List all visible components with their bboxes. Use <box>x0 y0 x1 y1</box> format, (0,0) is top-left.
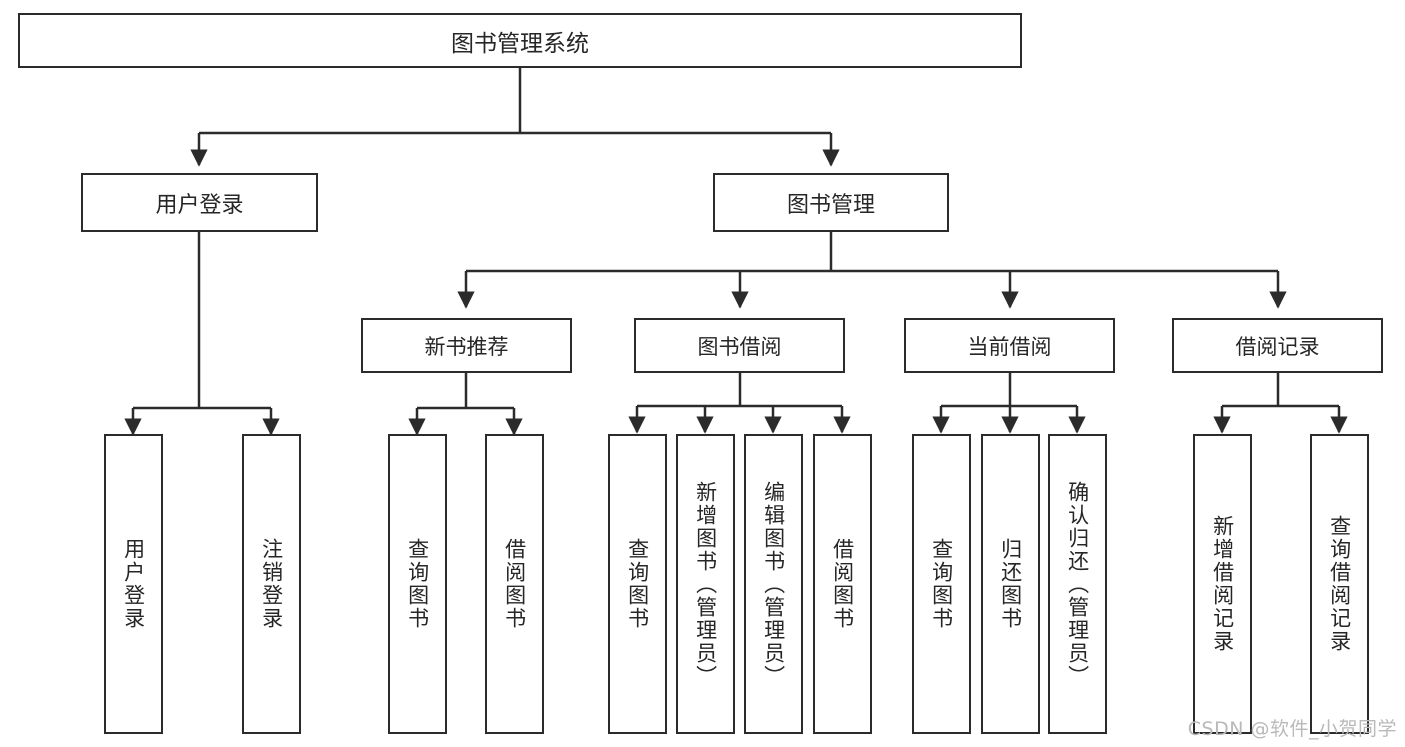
leaf-user-login-login: 用户登录 <box>104 434 163 734</box>
leaf-label: 新增借阅记录 <box>1210 515 1235 653</box>
leaf-label: 借阅图书 <box>830 538 855 630</box>
leaf-borrow-borrow-book: 借阅图书 <box>813 434 872 734</box>
node-new-book-recommend: 新书推荐 <box>361 318 572 373</box>
watermark: CSDN @软件_小贺同学 <box>1187 718 1397 740</box>
node-new-book-recommend-label: 新书推荐 <box>424 334 509 359</box>
leaf-current-confirm-return: 确认归还（管理员） <box>1048 434 1107 734</box>
node-root: 图书管理系统 <box>18 13 1022 68</box>
leaf-borrow-edit-book: 编辑图书（管理员） <box>744 434 803 734</box>
leaf-label: 归还图书 <box>998 538 1023 630</box>
leaf-label: 新增图书（管理员） <box>693 480 718 688</box>
node-current-borrow-label: 当前借阅 <box>967 334 1052 359</box>
node-book-borrow: 图书借阅 <box>634 318 845 373</box>
leaf-label: 查询图书 <box>405 538 430 630</box>
leaf-label: 查询借阅记录 <box>1327 515 1352 653</box>
node-borrow-record-label: 借阅记录 <box>1235 334 1320 359</box>
node-book-management: 图书管理 <box>713 173 949 232</box>
node-book-borrow-label: 图书借阅 <box>697 334 782 359</box>
node-user-login-label: 用户登录 <box>155 192 244 218</box>
leaf-record-add: 新增借阅记录 <box>1193 434 1252 734</box>
leaf-label: 用户登录 <box>121 538 146 630</box>
leaf-user-login-logout: 注销登录 <box>242 434 301 734</box>
leaf-label: 借阅图书 <box>502 538 527 630</box>
leaf-label: 查询图书 <box>625 538 650 630</box>
leaf-label: 编辑图书（管理员） <box>761 480 786 688</box>
leaf-new-book-query: 查询图书 <box>388 434 447 734</box>
leaf-borrow-add-book: 新增图书（管理员） <box>676 434 735 734</box>
node-current-borrow: 当前借阅 <box>904 318 1115 373</box>
leaf-new-book-borrow: 借阅图书 <box>485 434 544 734</box>
leaf-label: 注销登录 <box>259 538 284 630</box>
node-root-label: 图书管理系统 <box>451 30 589 57</box>
node-book-management-label: 图书管理 <box>786 192 875 218</box>
node-user-login: 用户登录 <box>81 173 318 232</box>
node-borrow-record: 借阅记录 <box>1172 318 1383 373</box>
leaf-label: 确认归还（管理员） <box>1065 480 1090 688</box>
leaf-record-query: 查询借阅记录 <box>1310 434 1369 734</box>
leaf-current-query-book: 查询图书 <box>912 434 971 734</box>
leaf-label: 查询图书 <box>929 538 954 630</box>
leaf-borrow-query-book: 查询图书 <box>608 434 667 734</box>
leaf-current-return-book: 归还图书 <box>981 434 1040 734</box>
